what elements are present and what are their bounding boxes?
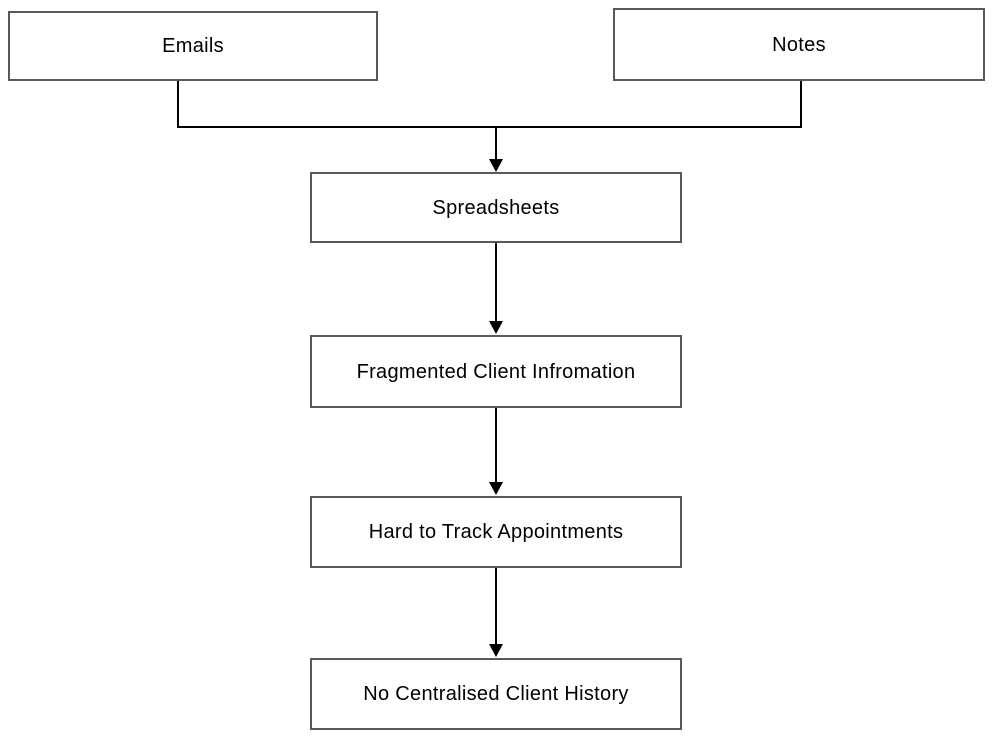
node-notes-label: Notes [772, 33, 826, 56]
arrowhead-to-fragmented [489, 321, 503, 334]
node-spreadsheets: Spreadsheets [310, 172, 682, 243]
merge-connector [177, 81, 802, 128]
node-emails-label: Emails [162, 35, 224, 57]
node-hard-to-track-appointments-label: Hard to Track Appointments [368, 521, 624, 543]
arrowhead-to-no-history [489, 644, 503, 657]
node-notes: Notes [613, 8, 985, 81]
arrowhead-to-hard-to-track [489, 482, 503, 495]
node-no-centralised-client-history-label: No Centralised Client History [363, 683, 629, 705]
node-fragmented-client-information: Fragmented Client Infromation [310, 335, 682, 408]
node-hard-to-track-appointments: Hard to Track Appointments [310, 496, 682, 568]
arrowhead-to-spreadsheets [489, 159, 503, 172]
node-spreadsheets-label: Spreadsheets [432, 196, 560, 219]
node-no-centralised-client-history: No Centralised Client History [310, 658, 682, 730]
node-emails: Emails [8, 11, 378, 81]
node-fragmented-client-information-label: Fragmented Client Infromation [356, 360, 636, 383]
